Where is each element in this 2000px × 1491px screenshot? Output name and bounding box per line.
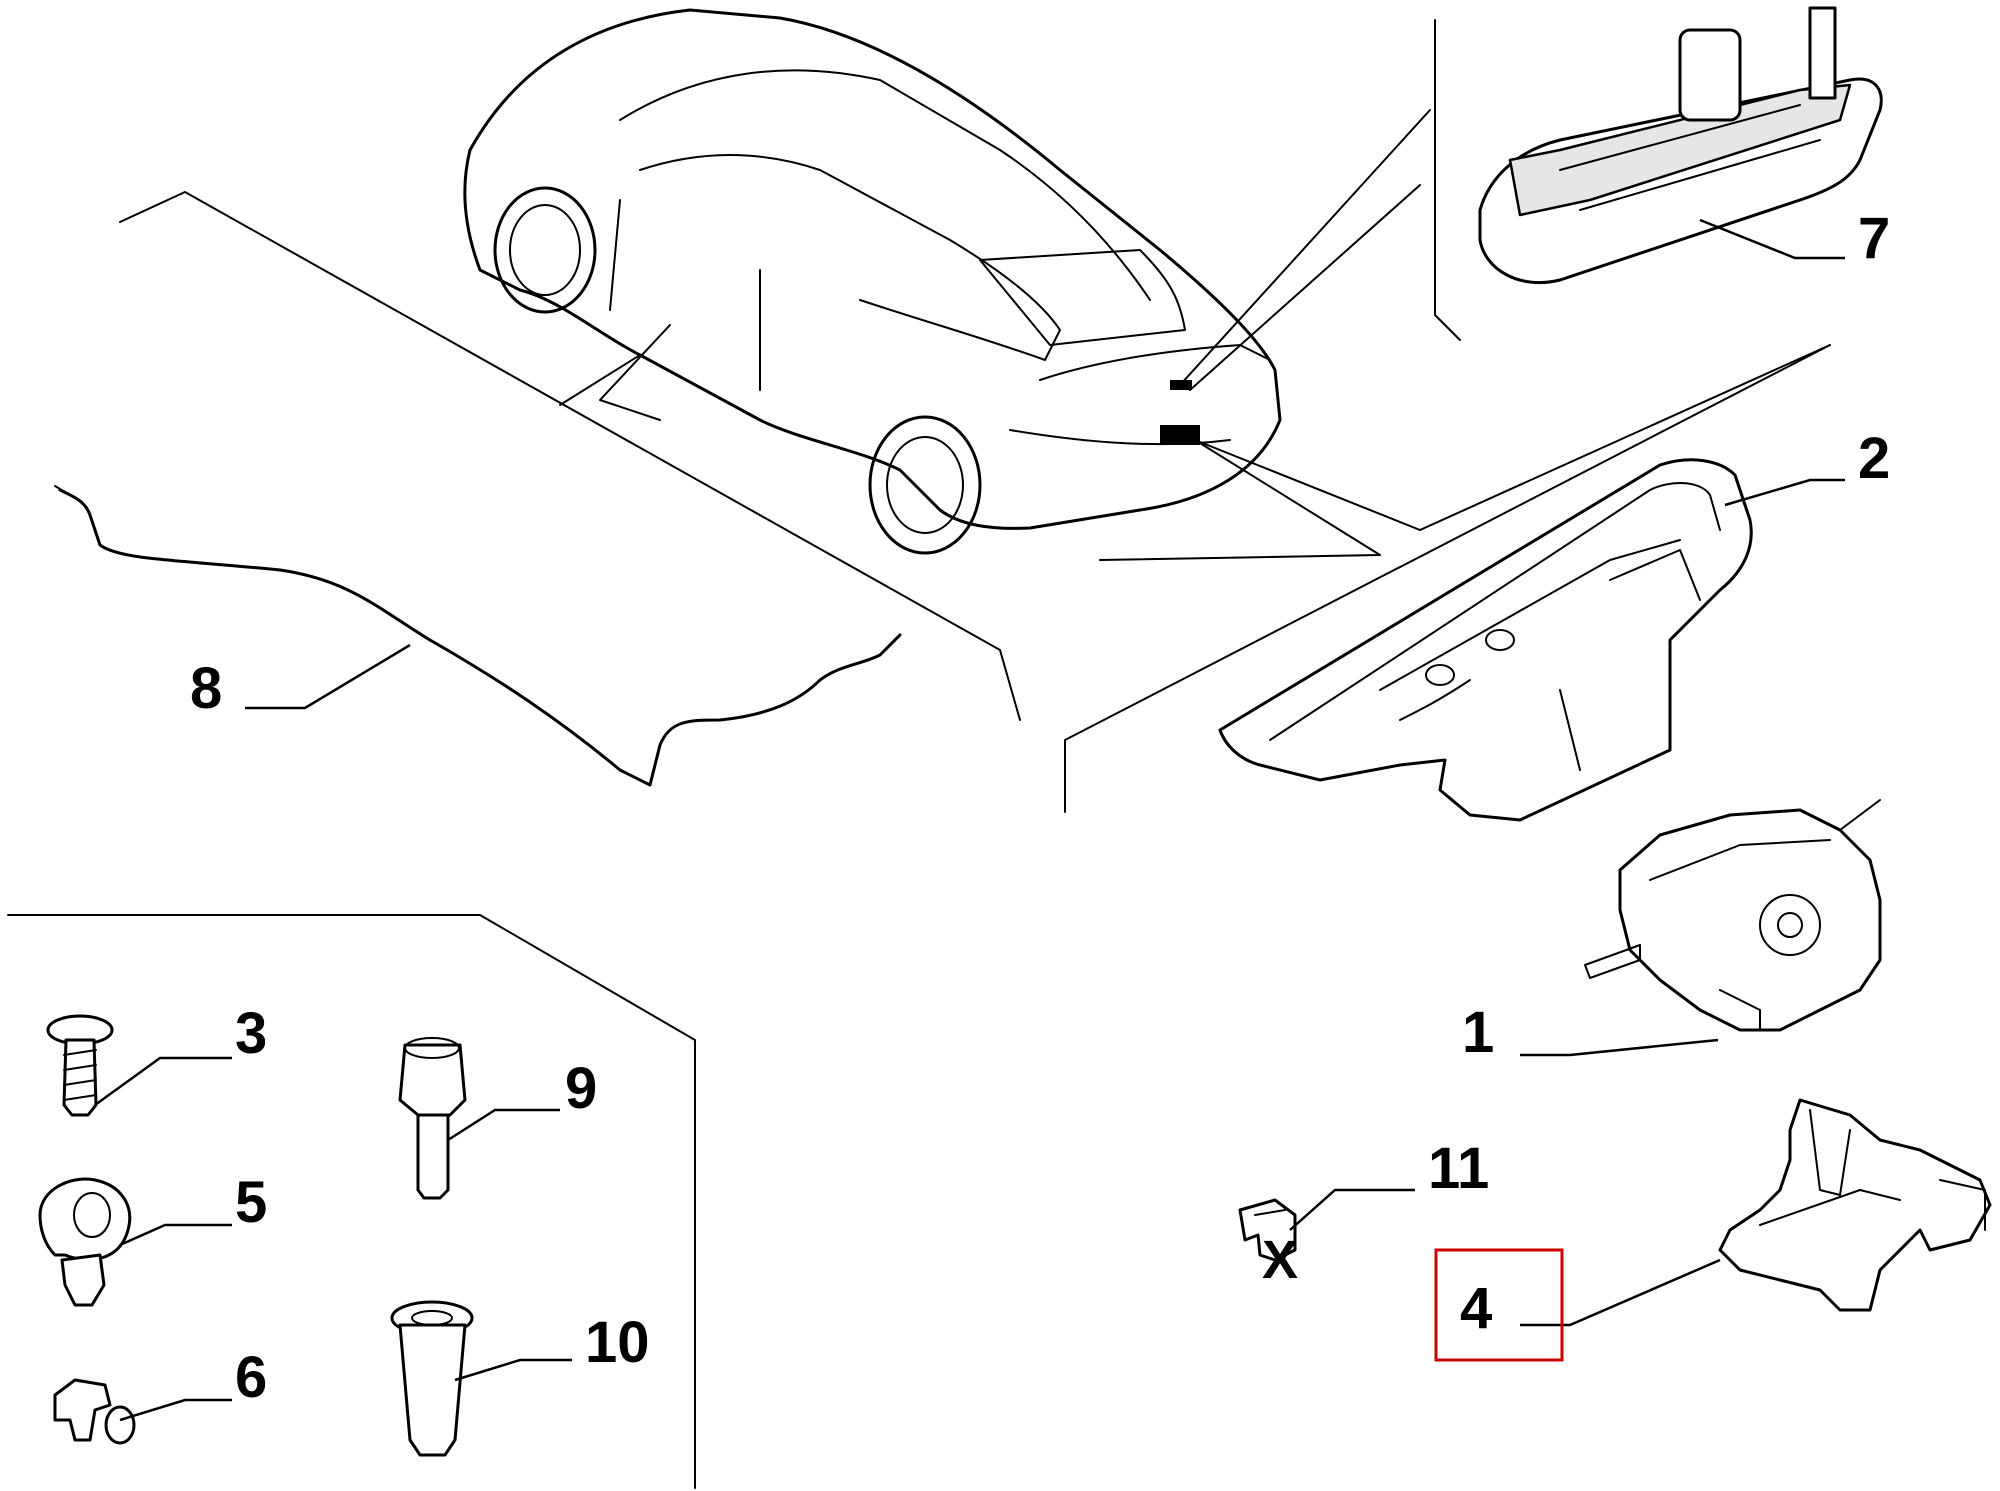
callout-leaders (94, 218, 1845, 1422)
part-4-striker (1718, 1098, 1992, 1312)
part-4-highlight-box (1434, 1248, 1564, 1362)
callout-2: 2 (1858, 426, 1890, 491)
car-illustration (463, 8, 1282, 555)
car-leaders (599, 109, 1431, 561)
callout-3: 3 (235, 1001, 267, 1066)
part-9-bolt (398, 1037, 467, 1200)
part-7-switch (1478, 6, 1883, 285)
part-2-trim (1218, 458, 1753, 822)
callout-5: 5 (235, 1170, 267, 1235)
callout-6: 6 (235, 1345, 267, 1410)
part-11-clip (1238, 1198, 1297, 1262)
part-8-cable (54, 485, 902, 787)
callout-1: 1 (1462, 1000, 1494, 1065)
callout-7: 7 (1858, 206, 1890, 271)
callout-9: 9 (565, 1056, 597, 1121)
part-6-connector (53, 1378, 136, 1445)
part-10-rivet (390, 1300, 474, 1457)
callout-11: 11 (1428, 1136, 1489, 1201)
callout-8: 8 (190, 656, 222, 721)
callout-labels: 1 2 3 4 5 6 7 8 9 10 11 X (190, 206, 1890, 1410)
part-1-latch (1584, 799, 1882, 1032)
part-11-x-mark: X (1262, 1230, 1298, 1290)
section-frames (7, 19, 1831, 1489)
part-5-grommet (38, 1177, 132, 1307)
callout-10: 10 (585, 1310, 650, 1375)
part-3-screw (46, 1014, 114, 1117)
callout-4: 4 (1460, 1276, 1492, 1341)
